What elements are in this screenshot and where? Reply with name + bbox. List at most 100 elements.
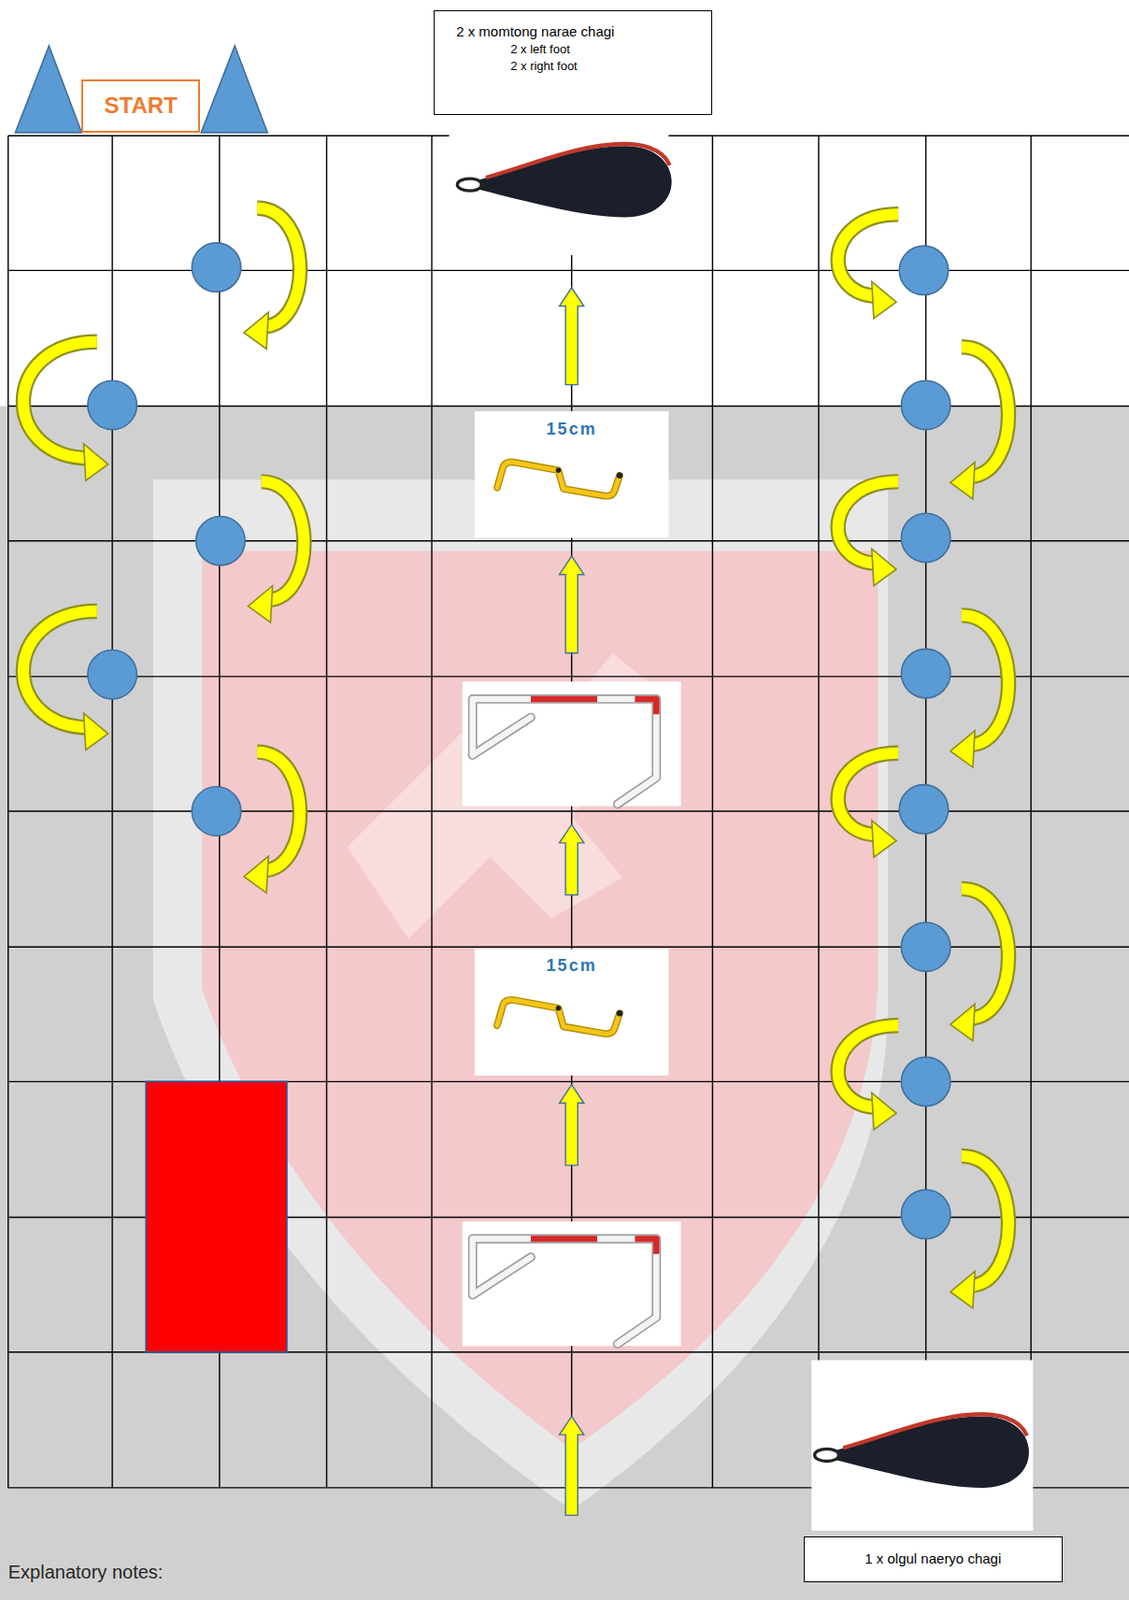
instruction-text: 2 x right foot: [440, 57, 706, 75]
cone-dot: [191, 242, 241, 292]
turn-arrow: [257, 752, 301, 872]
turn-arrow-outline: [23, 611, 98, 728]
turn-arrow-head: [871, 548, 897, 586]
direction-arrow: [559, 287, 585, 386]
instruction-box: 1 x olgul naeryo chagi: [803, 1536, 1063, 1583]
cone-dot: [196, 515, 245, 565]
image-ground: [474, 948, 670, 1075]
image-ground: [462, 681, 682, 806]
cone-dot: [900, 380, 950, 429]
turn-arrow: [961, 614, 1009, 745]
turn-arrow-head: [247, 585, 272, 623]
turn-arrow-head: [950, 462, 975, 500]
paddle-body: [837, 1415, 1029, 1487]
turn-arrow: [261, 481, 305, 601]
red-mat: [145, 1081, 287, 1352]
turn-arrow-head: [950, 730, 975, 768]
hurdle-red-band: [530, 1235, 598, 1243]
turn-arrow-head: [871, 281, 897, 318]
cone-dot: [900, 513, 950, 562]
grid-line: [8, 810, 1129, 812]
hurdle-height: 15cm: [546, 956, 598, 976]
turn-arrow-outline: [23, 342, 98, 458]
turn-arrow-outline: [257, 752, 301, 872]
hurdle-outline: [497, 1000, 620, 1034]
grid-line: [8, 540, 1129, 542]
instruction-box: 2 x momtong narae chagi2 x left foot2 x …: [433, 10, 713, 115]
kick-paddle: [457, 143, 672, 218]
image-ground: [811, 1359, 1033, 1530]
paddle-edge: [843, 1414, 1028, 1448]
high-hurdle: [472, 699, 658, 804]
kick-paddle: [814, 1414, 1029, 1488]
turn-arrow-outline: [838, 1025, 899, 1107]
grid-line: [712, 135, 714, 1488]
hurdle-tip: [556, 1005, 561, 1011]
hurdle-outline: [472, 699, 658, 804]
hurdle-outline: [472, 1238, 658, 1344]
image-ground: [462, 1221, 682, 1346]
cone-dot: [900, 1189, 950, 1239]
direction-arrow: [559, 1085, 585, 1166]
hurdle-tip: [616, 1010, 624, 1017]
grid-line: [8, 405, 1129, 407]
turn-arrow: [23, 342, 98, 458]
hurdle-red-band: [634, 1238, 657, 1254]
turn-arrow-outline: [961, 614, 1009, 745]
grid-line: [817, 135, 819, 1488]
turn-arrow: [838, 1025, 899, 1107]
direction-arrow: [559, 556, 585, 654]
turn-arrow: [838, 481, 899, 563]
turn-arrow: [23, 611, 98, 728]
hurdle-red-band: [530, 696, 598, 703]
grid-line: [8, 270, 1129, 272]
turn-arrow: [257, 208, 301, 328]
turn-arrow-outline: [838, 481, 899, 563]
turn-arrow-head: [871, 1092, 897, 1129]
grid-line: [8, 946, 1129, 948]
turn-arrow-head: [243, 312, 269, 349]
cone-dot: [899, 785, 948, 834]
hurdle-tip: [616, 472, 624, 480]
hurdle-outline: [497, 461, 620, 496]
grid-line: [326, 135, 328, 1488]
grid-line: [7, 135, 9, 1488]
image-ground: [474, 411, 670, 538]
turn-arrow-outline: [961, 888, 1009, 1019]
turn-arrow-outline: [961, 346, 1009, 477]
start-label: START: [88, 90, 193, 121]
hurdle-height: 15cm: [546, 419, 598, 440]
hurdle-bar: [472, 699, 658, 804]
grid-line: [1029, 135, 1031, 1488]
watermark-shield-inner: [201, 551, 878, 1450]
cone-dot: [900, 648, 950, 698]
paddle-handle: [457, 178, 482, 191]
instruction-text: 2 x left foot: [440, 41, 706, 58]
cone-dot: [900, 1057, 950, 1106]
turn-arrow-head: [871, 820, 897, 858]
direction-arrow: [559, 1415, 585, 1515]
turn-arrow: [961, 888, 1009, 1019]
start-box: START: [81, 79, 201, 133]
notes-heading: Explanatory notes:: [8, 1561, 164, 1584]
turn-arrow-head: [84, 443, 109, 481]
watermark-shield-outer: [153, 479, 888, 1511]
turn-arrow-head: [950, 1271, 975, 1308]
hurdle-bar: [497, 1000, 620, 1034]
turn-arrow: [838, 214, 899, 296]
paddle-edge: [485, 143, 671, 178]
direction-arrow: [559, 824, 585, 895]
turn-arrow-outline: [961, 1156, 1009, 1287]
grid-line: [8, 675, 1129, 677]
paddle-handle: [814, 1448, 840, 1461]
cone-dot: [191, 786, 241, 836]
cone-dot: [899, 245, 948, 295]
cone-triangle: [200, 45, 268, 133]
turn-arrow: [961, 1156, 1009, 1287]
turn-arrow-outline: [838, 214, 899, 296]
hurdle-tip: [556, 468, 561, 473]
